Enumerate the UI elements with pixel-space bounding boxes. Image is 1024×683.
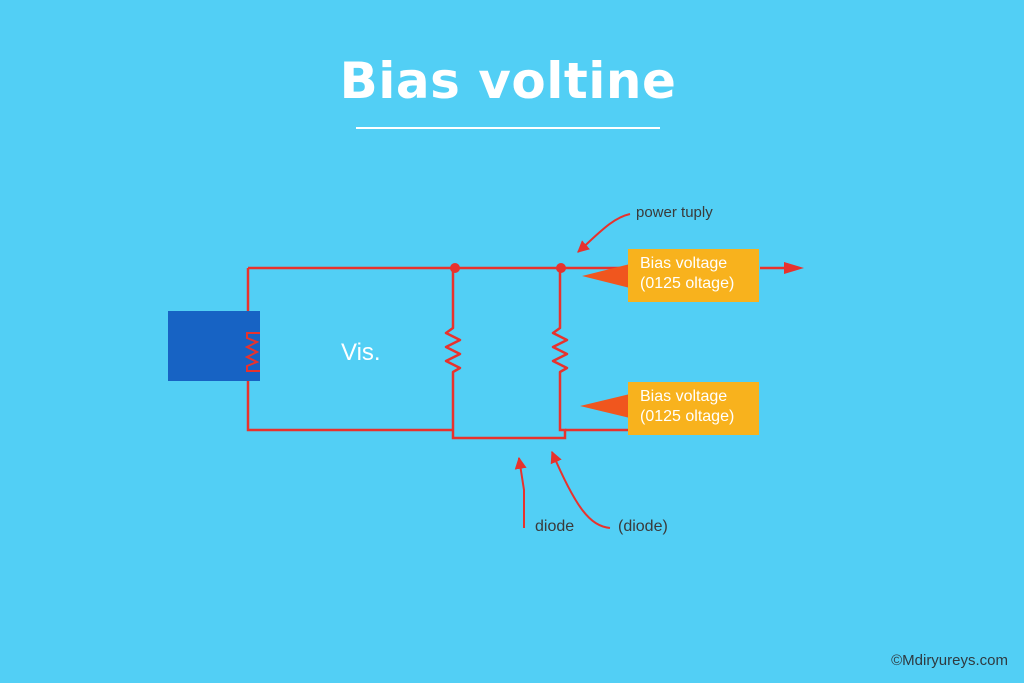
label-pointer-icon-1 <box>582 264 630 288</box>
wire-left-lower <box>246 380 453 432</box>
source-label: Vis. <box>341 339 381 366</box>
bias-voltage-label-1-line2: (0125 oltage) <box>640 275 735 292</box>
junction-dot-1 <box>450 263 460 273</box>
output-arrow-head <box>784 262 804 274</box>
junction-dot-2 <box>556 263 566 273</box>
title-underline <box>356 127 660 129</box>
page-title: Bias voltine <box>339 52 677 110</box>
bias-voltage-label-1-line1: Bias voltage <box>640 255 728 272</box>
source-coil-icon <box>244 332 260 372</box>
diode-annotation-1: diode <box>535 518 575 535</box>
label-pointer-icon-2 <box>580 394 630 418</box>
watermark: ©Mdiryureys.com <box>891 652 1008 669</box>
diode-link <box>451 268 567 440</box>
bias-voltage-label-2: Bias voltage (0125 oltage) <box>628 382 759 435</box>
bias-voltage-label-1: Bias voltage (0125 oltage) <box>628 249 759 302</box>
diode-arrow-icon-1 <box>514 456 527 528</box>
diode-arrow-icon-2 <box>550 450 611 529</box>
bias-voltage-label-2-line1: Bias voltage <box>640 388 728 405</box>
power-supply-annotation: power tuply <box>636 204 713 221</box>
diode-annotation-2: (diode) <box>618 518 668 535</box>
voltage-source-block <box>168 311 260 381</box>
power-supply-arrow-icon <box>577 213 631 253</box>
bias-voltage-label-2-line2: (0125 oltage) <box>640 408 735 425</box>
